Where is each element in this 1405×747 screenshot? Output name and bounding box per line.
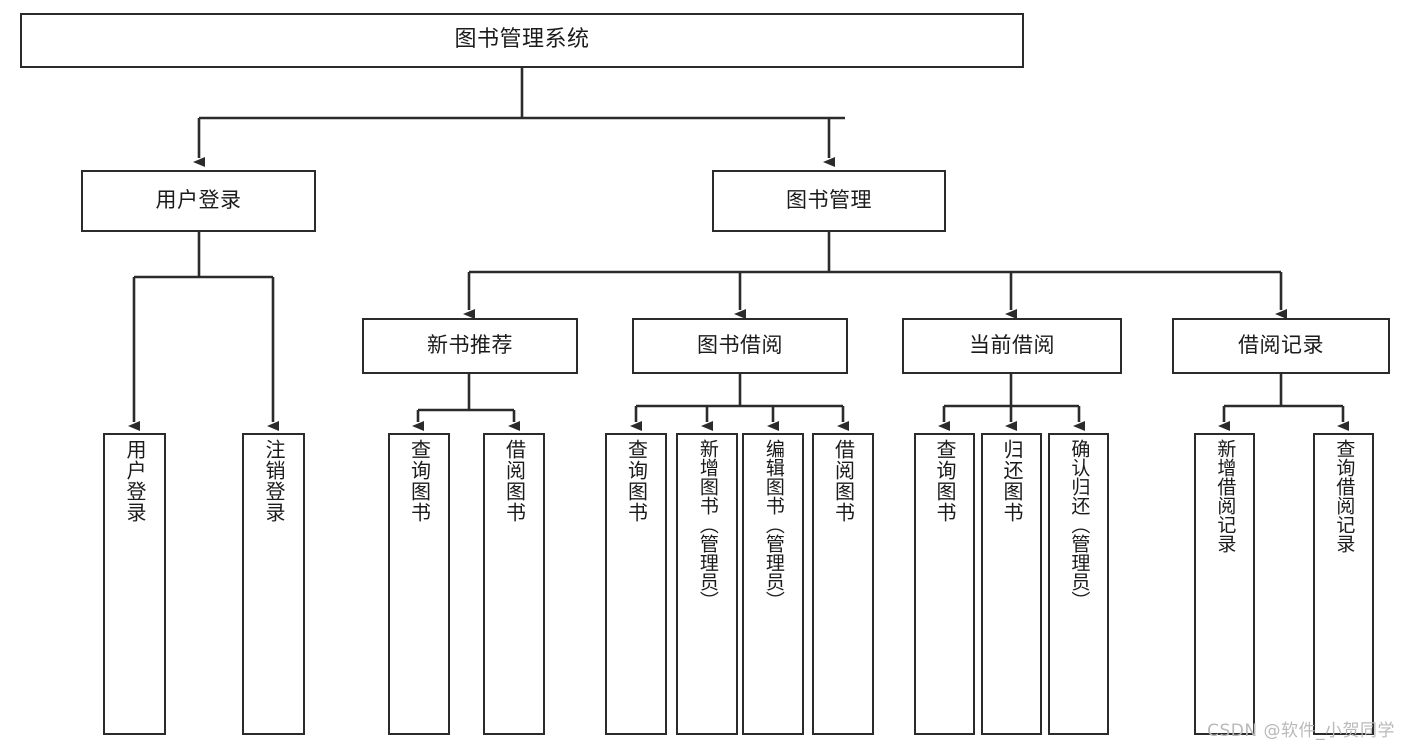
node-label: 借阅图书 — [831, 439, 856, 523]
node-borrow-record[interactable]: 借阅记录 — [1172, 318, 1390, 374]
leaf-book-borrow-add-book-admin[interactable]: 新增图书（管理员） — [676, 433, 738, 735]
node-label: 查询图书 — [933, 439, 957, 523]
node-book-management[interactable]: 图书管理 — [712, 170, 946, 232]
node-label: 查询借阅记录 — [1333, 439, 1356, 553]
node-current-borrow[interactable]: 当前借阅 — [902, 318, 1122, 374]
node-label: 查询图书 — [407, 439, 432, 523]
node-label: 图书借阅 — [697, 333, 783, 358]
node-label: 图书管理系统 — [454, 27, 590, 53]
node-new-book-recommend[interactable]: 新书推荐 — [362, 318, 578, 374]
node-label: 归还图书 — [1000, 439, 1024, 523]
leaf-new-book-query[interactable]: 查询图书 — [388, 433, 450, 735]
leaf-book-borrow-query[interactable]: 查询图书 — [605, 433, 667, 735]
node-book-borrow[interactable]: 图书借阅 — [632, 318, 848, 374]
node-label: 注销登录 — [262, 439, 286, 523]
leaf-current-borrow-query[interactable]: 查询图书 — [914, 433, 975, 735]
node-label: 图书管理 — [786, 188, 872, 213]
leaf-borrow-record-add[interactable]: 新增借阅记录 — [1194, 433, 1255, 735]
node-label: 用户登录 — [123, 439, 147, 523]
leaf-book-borrow-borrow-book[interactable]: 借阅图书 — [812, 433, 874, 735]
node-label: 编辑图书（管理员） — [762, 439, 785, 610]
node-root-system[interactable]: 图书管理系统 — [20, 13, 1024, 68]
node-label: 借阅记录 — [1238, 333, 1324, 358]
node-user-login[interactable]: 用户登录 — [81, 170, 316, 232]
node-label: 新书推荐 — [427, 333, 513, 358]
leaf-book-borrow-edit-book-admin[interactable]: 编辑图书（管理员） — [742, 433, 804, 735]
node-label: 新增借阅记录 — [1214, 439, 1237, 553]
leaf-user-login-logout[interactable]: 注销登录 — [242, 433, 305, 735]
leaf-current-borrow-confirm-return-admin[interactable]: 确认归还（管理员） — [1048, 433, 1109, 735]
leaf-borrow-record-query[interactable]: 查询借阅记录 — [1313, 433, 1374, 735]
node-label: 用户登录 — [155, 188, 242, 213]
node-label: 借阅图书 — [502, 439, 527, 523]
node-label: 新增图书（管理员） — [696, 439, 719, 610]
leaf-new-book-borrow[interactable]: 借阅图书 — [483, 433, 545, 735]
node-label: 当前借阅 — [969, 333, 1055, 358]
node-label: 查询图书 — [624, 439, 649, 523]
leaf-user-login-login[interactable]: 用户登录 — [103, 433, 166, 735]
watermark: CSDN @软件_小贺同学 — [1207, 721, 1395, 741]
leaf-current-borrow-return-book[interactable]: 归还图书 — [981, 433, 1042, 735]
node-label: 确认归还（管理员） — [1068, 439, 1091, 610]
